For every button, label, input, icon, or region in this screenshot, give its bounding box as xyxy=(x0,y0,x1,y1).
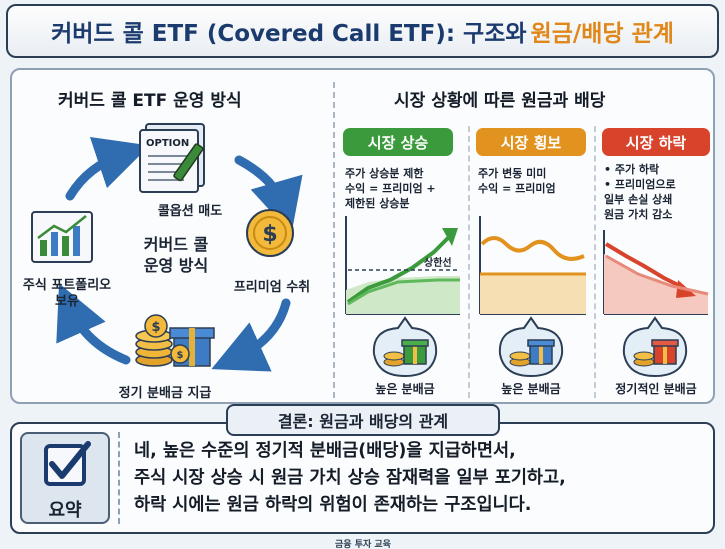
chart-market-flat xyxy=(479,216,586,315)
result-market-flat: 높은 분배금 xyxy=(501,382,561,396)
badge-market-up: 시장 상승 xyxy=(343,128,453,156)
cycle-arrow-2 xyxy=(211,298,291,372)
cycle-arrow-1 xyxy=(234,155,303,234)
conclusion-tab: 결론: 원금과 배당의 관계 xyxy=(226,404,500,436)
svg-text:$: $ xyxy=(177,350,184,361)
scenario-divider-1 xyxy=(468,126,470,398)
badge-market-flat: 시장 횡보 xyxy=(476,128,586,156)
gift-icon-down xyxy=(622,316,688,378)
title-highlight: 원금/배당 관계 xyxy=(530,21,674,47)
title-main: 커버드 콜 ETF (Covered Call ETF): 구조와 xyxy=(51,21,527,47)
badge-market-down: 시장 하락 xyxy=(602,128,710,156)
gift-icon-flat xyxy=(498,316,564,378)
summary-divider xyxy=(118,432,120,524)
cap-line-label: 상한선 xyxy=(424,256,452,269)
step-premium: 프리미엄 수취 xyxy=(233,280,311,295)
page-title: 커버드 콜 ETF (Covered Call ETF): 구조와 원금/배당 … xyxy=(6,4,719,58)
cycle-arrow-4 xyxy=(65,136,150,201)
option-document-icon xyxy=(139,123,205,193)
cycle-diagram: OPTION $ $ $ xyxy=(31,123,303,372)
dollar-coin-icon: $ xyxy=(246,209,294,257)
svg-text:$: $ xyxy=(151,320,160,335)
scenario-divider-2 xyxy=(594,126,596,398)
summary-text: 네, 높은 수준의 정기적 분배금(배당)을 지급하면서, 주식 시장 상승 시… xyxy=(134,441,566,515)
section-divider xyxy=(333,82,335,398)
left-heading: 커버드 콜 ETF 운영 방식 xyxy=(58,91,242,111)
desc-market-down: • 주가 하락 • 프리미엄으로 일부 손실 상쇄 원금 가치 감소 xyxy=(604,163,676,221)
chart-market-down xyxy=(603,230,709,315)
conclusion-box xyxy=(10,422,715,534)
step-call-sale: 콜옵션 매도 xyxy=(157,204,223,219)
portfolio-chart-icon xyxy=(31,211,93,263)
summary-side: 요약 xyxy=(20,432,110,524)
right-heading: 시장 상황에 따른 원금과 배당 xyxy=(394,91,606,111)
result-market-down: 정기적인 분배금 xyxy=(615,382,697,396)
option-label: OPTION xyxy=(146,138,189,149)
chart-market-up: 상한선 xyxy=(345,216,460,315)
footer-label: 금융 투자 교육 xyxy=(335,540,391,549)
coins-gift-icon: $ $ xyxy=(135,314,215,367)
step-portfolio: 주식 포트폴리오 보유 xyxy=(22,278,112,309)
svg-text:$: $ xyxy=(262,222,277,247)
cycle-arrow-3 xyxy=(56,283,131,365)
main-panel xyxy=(10,68,715,404)
checkbox-check-icon xyxy=(44,441,91,486)
gift-icon-up xyxy=(372,316,438,378)
summary-label: 요약 xyxy=(48,500,82,521)
desc-market-up: 주가 상승분 제한 수익 = 프리미엄 + 제한된 상승분 xyxy=(345,167,436,210)
result-market-up: 높은 분배금 xyxy=(375,382,435,396)
desc-market-flat: 주가 변동 미미 수익 = 프리미엄 xyxy=(478,167,556,195)
cycle-center-label: 커버드 콜 운영 방식 xyxy=(143,235,209,275)
step-distribution: 정기 분배금 지급 xyxy=(118,386,212,401)
